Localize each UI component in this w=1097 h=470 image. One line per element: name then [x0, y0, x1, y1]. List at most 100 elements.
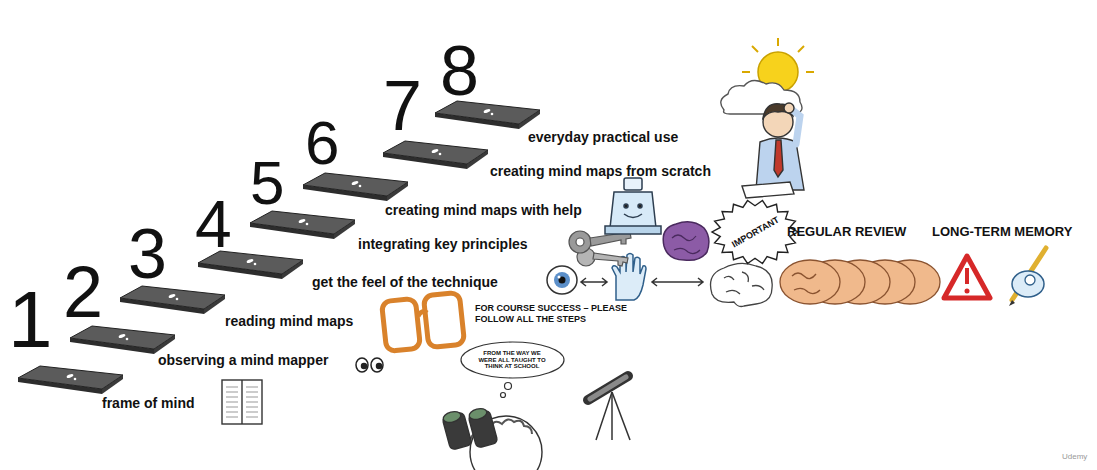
double-arrow-part [652, 278, 703, 286]
open-book-part [226, 387, 258, 417]
eye-icon-part [559, 277, 566, 284]
step-slab-shape [250, 210, 356, 240]
warning-triangle [944, 256, 990, 298]
stressed-man-part [763, 104, 793, 118]
hand-with-pencil [1009, 248, 1046, 306]
eye-icon-part [554, 272, 570, 288]
brain-purple-part [672, 235, 700, 254]
ink-bottle-character-part [610, 192, 656, 228]
sun-and-cloud-part [721, 80, 802, 114]
telescope-part [590, 377, 626, 399]
double-arrow [652, 278, 703, 286]
eye-icon [547, 266, 577, 294]
footprint [74, 378, 77, 381]
eyes-icon-part [371, 358, 383, 372]
sun-and-cloud-part-part [752, 46, 758, 52]
footprint [298, 218, 306, 223]
step-slab-shape [120, 285, 226, 315]
footprint [483, 108, 491, 113]
hand-with-pencil-part [1025, 275, 1035, 285]
open-book-part [222, 380, 262, 424]
step-label: creating mind maps from scratch [490, 163, 711, 180]
slab-top [383, 141, 488, 164]
step-number: 1 [8, 280, 53, 360]
ink-bottle-character-part [638, 204, 642, 208]
slab-top [120, 286, 225, 309]
binoculars-man-part [468, 407, 488, 421]
slab-top [18, 366, 123, 389]
burst-outline [712, 200, 798, 263]
brain-outline-part [711, 263, 773, 306]
step-slab: 8everyday practical use [435, 100, 541, 130]
review-brains-part [780, 260, 840, 304]
step-slab: 2observing a mind mapper [70, 325, 176, 355]
step-label: integrating key principles [358, 236, 528, 253]
telescope-part [612, 392, 630, 440]
footprint [439, 153, 442, 156]
step-slab: 4get the feel of the technique [198, 250, 304, 280]
thought-bubble: FROM THE WAY WE WERE ALL TAUGHT TO THINK… [460, 341, 565, 379]
sun-and-cloud-part-part [777, 38, 779, 46]
sun-and-cloud-part-part [742, 71, 750, 73]
double-arrow-part [581, 278, 607, 286]
stage-heading: LONG-TERM MEMORY [932, 224, 1072, 240]
glasses-icon-part [423, 292, 464, 347]
thought-text: FROM THE WAY WE WERE ALL TAUGHT TO THINK… [477, 350, 547, 371]
step-slab: 6creating mind maps with help [303, 172, 409, 202]
hand-with-pencil-part [1012, 248, 1046, 300]
step-number: 4 [195, 191, 232, 257]
ink-bottle-character-part [624, 204, 628, 208]
stressed-man-part [742, 182, 794, 198]
sun-and-cloud-part-part [798, 46, 804, 52]
ink-bottle-character-part [605, 226, 661, 234]
thought-dots [501, 383, 512, 398]
slab-top [250, 211, 355, 234]
brain-outline [711, 263, 773, 306]
ink-bottle-character-part [624, 178, 642, 190]
open-book-part [241, 380, 242, 424]
eye-icon-part [547, 266, 577, 294]
review-brains [780, 260, 940, 304]
footprint [431, 148, 439, 153]
sun-and-cloud [721, 38, 814, 114]
telescope-part [588, 376, 628, 400]
glasses-icon [381, 292, 464, 351]
footprint [66, 373, 74, 378]
stressed-man [742, 103, 804, 198]
footprint [254, 263, 257, 266]
step-number: 8 [440, 36, 479, 106]
slab-top [70, 326, 175, 349]
telescope [588, 376, 630, 440]
brain-purple-part [663, 222, 709, 261]
eye-icon-part [558, 276, 561, 279]
binoculars-man [442, 407, 542, 470]
eyes-icon-part [377, 364, 382, 369]
sun-and-cloud-part-part [806, 71, 814, 73]
step-slab-shape [18, 365, 124, 395]
eyes-icon-part [362, 364, 367, 369]
glasses-icon-part [381, 298, 420, 351]
review-brains-part [792, 273, 820, 294]
step-number: 2 [63, 256, 103, 328]
watermark: Udemy [1062, 452, 1087, 462]
stressed-man-part [784, 103, 794, 113]
step-label: everyday practical use [528, 129, 678, 146]
binoculars-man-part [442, 410, 462, 424]
step-number: 5 [250, 152, 284, 214]
step-slab: 3reading mind maps [120, 285, 226, 315]
step-label: creating mind maps with help [385, 202, 582, 219]
step-number: 3 [128, 219, 167, 289]
step-slab: 5integrating key principles [250, 210, 356, 240]
keys-icon-part [576, 238, 584, 246]
important-burst: IMPORTANT [712, 200, 798, 264]
hand-with-pencil-part [1012, 271, 1044, 297]
warning-triangle-part [965, 289, 970, 294]
step-number: 6 [305, 112, 339, 174]
eyes-icon [356, 358, 383, 372]
footprint [168, 293, 176, 298]
keys-icon [569, 231, 631, 266]
step-slab-shape [70, 325, 176, 355]
footprint [176, 298, 179, 301]
